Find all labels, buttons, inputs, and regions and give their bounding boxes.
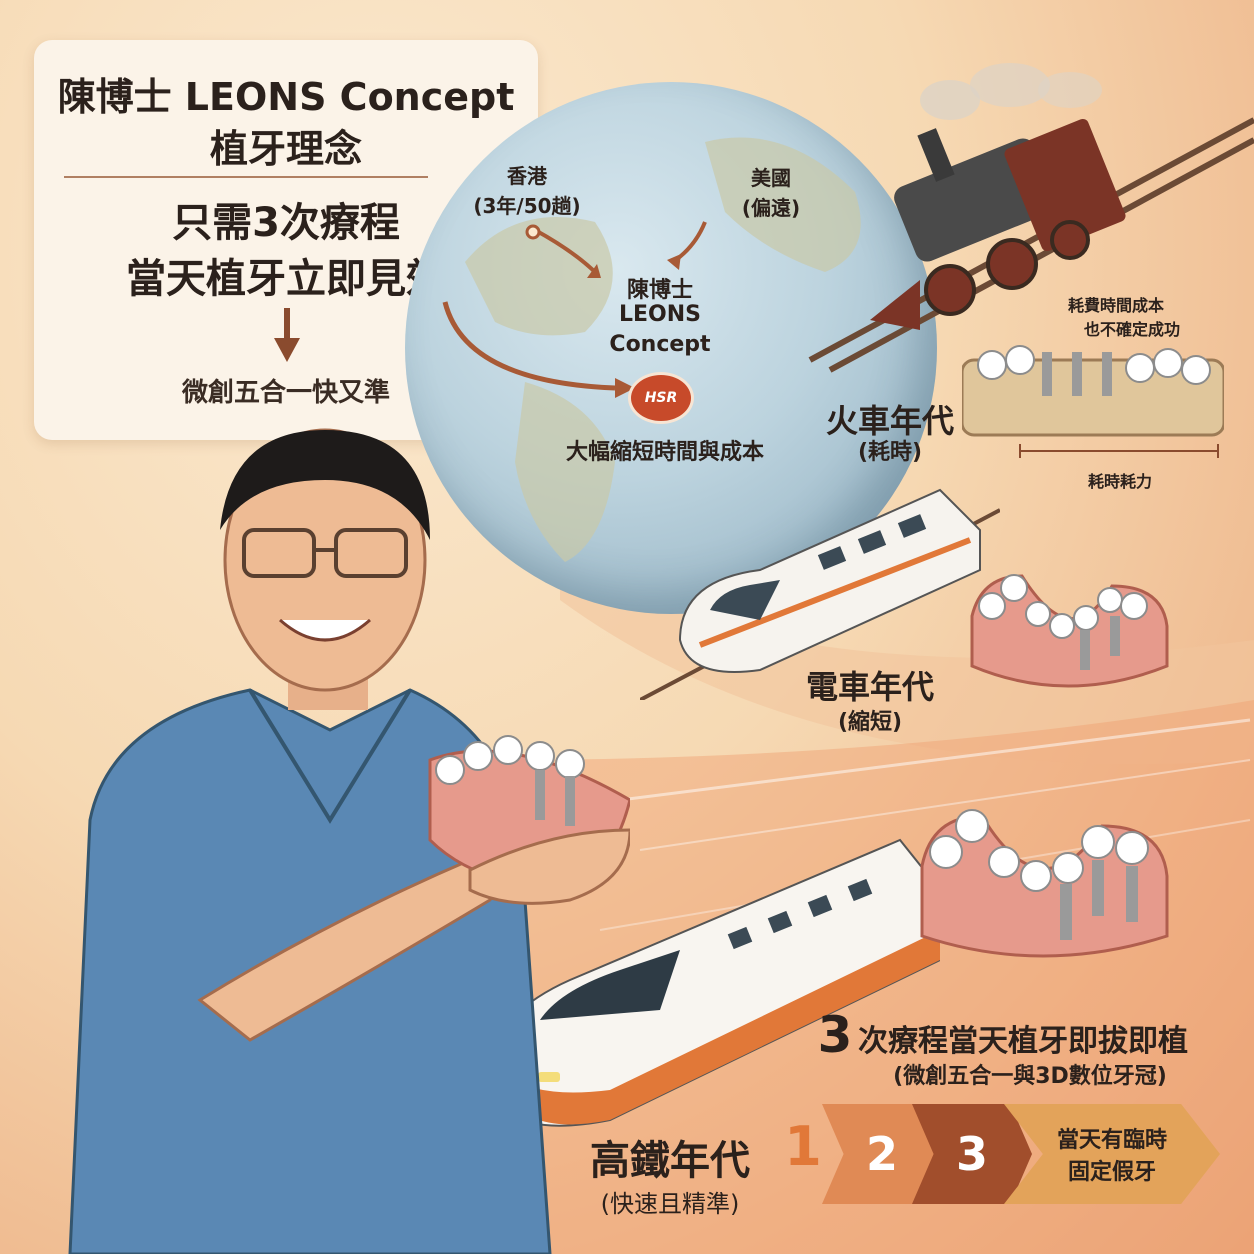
center-label-1: 陳博士 <box>626 278 693 303</box>
hk-label: 香港 <box>507 164 547 188</box>
bracket-label: 耗時耗力 <box>1088 472 1153 491</box>
title-card: 陳博士 LEONS Concept 植牙理念 只需3次療程 當天植牙立即見效 微… <box>34 40 538 440</box>
train-note-line1: 耗費時間成本 <box>1068 296 1165 315</box>
tagline: 微創五合一快又準 <box>181 378 390 408</box>
headline-line-1: 只需3次療程 <box>172 200 400 246</box>
steam-locomotive-icon <box>808 63 1254 373</box>
train-era-sub: (耗時) <box>857 440 923 465</box>
dental-implant-icon <box>920 809 1169 958</box>
us-label: 美國 <box>751 166 791 190</box>
dental-model-icon <box>962 345 1224 437</box>
train-note-line2: 也不確定成功 <box>1084 320 1181 339</box>
dentist-illustration <box>68 428 630 1254</box>
step-4-line1: 當天有臨時 <box>1056 1128 1167 1153</box>
title-divider <box>64 176 428 178</box>
electric-era-title: 電車年代 <box>805 668 934 706</box>
hsr-era-sub: (快速且精準) <box>600 1190 740 1218</box>
title-line-2: 植牙理念 <box>209 127 362 171</box>
electric-era-sub: (縮短) <box>837 710 903 735</box>
hsr-era-title: 高鐵年代 <box>590 1138 750 1184</box>
hsr-headline: 次療程當天植牙即拔即植 <box>858 1024 1188 1059</box>
globe-caption: 大幅縮短時間與成本 <box>565 440 764 465</box>
center-label-3: Concept <box>609 332 711 357</box>
headline-line-2: 當天植牙立即見效 <box>126 256 446 302</box>
step-4-line2: 固定假牙 <box>1067 1160 1156 1185</box>
step-1: 1 <box>784 1115 822 1178</box>
us-sub: (偏遠) <box>741 196 801 220</box>
center-label-2: LEONS <box>618 302 701 327</box>
dental-model-icon <box>970 574 1169 688</box>
step-4-chevron: 當天有臨時 固定假牙 <box>1004 1104 1220 1204</box>
bracket-arrow <box>1019 444 1219 458</box>
title-line-1: 陳博士 LEONS Concept <box>57 75 515 119</box>
down-arrow-icon <box>274 308 300 362</box>
step-3-label: 3 <box>955 1127 988 1181</box>
electric-train-icon <box>640 488 1000 700</box>
train-era-title: 火車年代 <box>825 402 954 440</box>
hk-sub: (3年/50趟) <box>473 194 581 218</box>
hsr-logo: HSR <box>628 372 694 424</box>
globe-continents <box>442 137 861 562</box>
headline-number: 3 <box>817 1006 853 1064</box>
globe: 香港 (3年/50趟) 美國 (偏遠) 陳博士 LEONS Concept 大幅… <box>405 82 937 614</box>
hsr-detail: (微創五合一與3D數位牙冠) <box>893 1064 1167 1089</box>
step-2-label: 2 <box>865 1127 898 1181</box>
